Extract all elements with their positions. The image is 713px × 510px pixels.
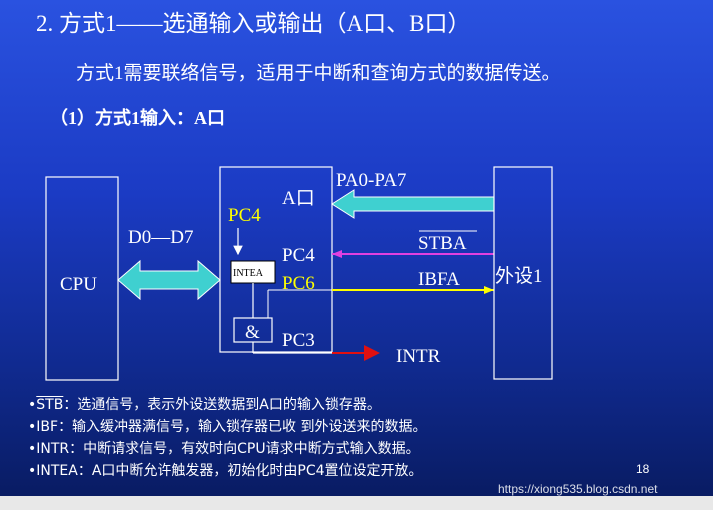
signal-notes: •STB：选通信号，表示外设送数据到A口的输入锁存器。 •IBF：输入缓冲器满信… — [28, 394, 427, 482]
pc3-label: PC3 — [282, 330, 315, 351]
pa-bus-arrow — [331, 189, 495, 219]
note-ibf-text: ：输入缓冲器满信号，输入锁存器已收 到外设送来的数据。 — [58, 419, 427, 435]
intr-label: INTR — [396, 346, 441, 367]
note-intea: •INTEA：A口中断允许触发器，初始化时由PC4置位设定开放。 — [28, 463, 423, 479]
chip-8255-box — [219, 166, 333, 353]
page-number: 18 — [636, 462, 650, 476]
stba-arrowhead — [332, 250, 342, 258]
note-stb: •STB：选通信号，表示外设送数据到A口的输入锁存器。 — [28, 397, 381, 413]
cpu-label: CPU — [60, 274, 97, 295]
peripheral-box — [493, 166, 553, 380]
note-ibf: •IBF：输入缓冲器满信号，输入锁存器已收 到外设送来的数据。 — [28, 419, 427, 435]
intro-text: 方式1需要联络信号，适用于中断和查询方式的数据传送。 — [76, 63, 561, 84]
pc4-left-label: PC4 — [228, 205, 261, 226]
slide-title: 2. 方式1——选通输入或输出（A口、B口） — [36, 11, 471, 36]
data-bus-label: D0—D7 — [128, 227, 193, 248]
note-intr-text: ：中断请求信号，有效时向CPU请求中断方式输入数据。 — [69, 441, 420, 457]
ibfa-arrowhead — [484, 286, 494, 294]
data-bus-arrow — [117, 259, 221, 301]
note-ibf-name: IBF — [36, 419, 59, 435]
section-subtitle: （1）方式1输入：A口 — [50, 108, 225, 128]
pa-bus-label: PA0-PA7 — [336, 170, 406, 191]
note-intea-text: ：A口中断允许触发器，初始化时由PC4置位设定开放。 — [77, 463, 423, 479]
stba-label: STBA — [418, 233, 467, 254]
port-a-label: A口 — [282, 188, 315, 209]
note-intea-name: INTEA — [36, 463, 78, 479]
watermark-url: https://xiong535.blog.csdn.net — [498, 482, 658, 496]
note-intr: •INTR：中断请求信号，有效时向CPU请求中断方式输入数据。 — [28, 441, 420, 457]
intea-label: INTEA — [233, 268, 264, 279]
ibfa-label: IBFA — [418, 269, 460, 290]
mode1-input-diagram: CPU D0—D7 A口 PC4 PC4 INTEA PC6 & PC3 INT… — [45, 166, 553, 381]
note-intr-name: INTR — [36, 441, 70, 457]
pc6-label: PC6 — [282, 273, 315, 294]
bottom-strip — [0, 496, 713, 510]
and-gate-label: & — [245, 322, 260, 343]
note-stb-text: ：选通信号，表示外设送数据到A口的输入锁存器。 — [63, 397, 381, 413]
cpu-box — [45, 176, 119, 381]
note-stb-name: STB — [36, 397, 64, 413]
peripheral-label: 外设1 — [495, 265, 543, 287]
pc4-right-label: PC4 — [282, 245, 315, 266]
